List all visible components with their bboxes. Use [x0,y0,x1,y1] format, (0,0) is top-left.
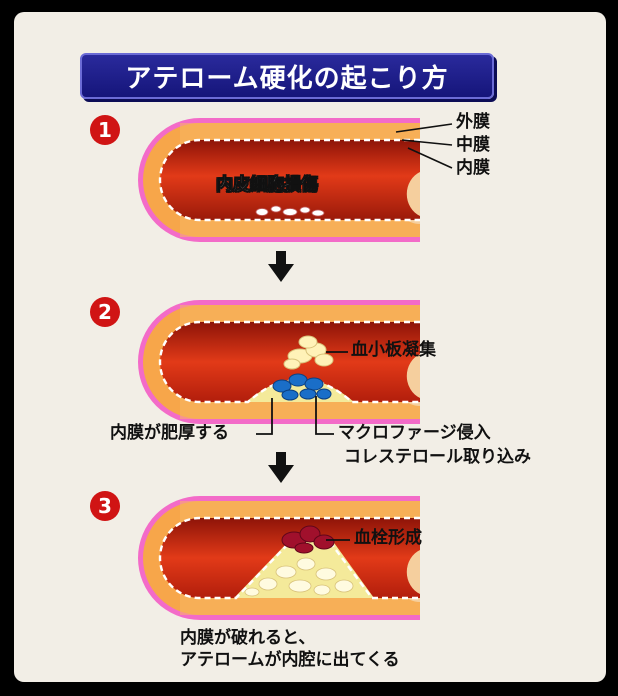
artery-step-3: 3 [90,491,420,620]
step2-leader-lines [256,351,348,435]
step-number-1: 1 [98,118,112,142]
title-banner: アテローム硬化の起こり方 [80,53,494,99]
label-outer-membrane: 外膜 [456,112,490,132]
step-badge-2: 2 [90,297,120,327]
artery-step-1: 1 [90,115,453,242]
down-arrow-icon [268,452,294,483]
label-rupture-line-1: 内膜が破れると、 [180,628,316,648]
down-arrow-icon [268,251,294,282]
inner-layer [158,320,420,404]
label-thrombus-formation: 血栓形成 [354,528,422,548]
lumen [160,518,420,598]
label-rupture-line-2: アテロームが内腔に出てくる [180,650,400,670]
inner-layer [158,138,420,222]
platelet-aggregate [283,335,334,370]
step-number-3: 3 [98,494,112,518]
label-middle-membrane: 中膜 [456,135,490,155]
label-inner-membrane: 内膜 [456,158,490,178]
thrombus [281,525,335,554]
step-badge-1: 1 [90,115,120,145]
macrophages [272,373,332,401]
step-number-2: 2 [98,300,112,324]
diagram-title: アテローム硬化の起こり方 [125,63,449,94]
inner-layer [158,516,420,600]
atheroma-cells [244,557,354,597]
endothelial-damage [255,205,325,217]
step-badge-3: 3 [90,491,120,521]
label-intimal-thickening: 内膜が肥厚する [110,423,229,443]
label-platelet-aggregation: 血小板凝集 [351,340,436,360]
label-cholesterol-uptake: コレステロール取り込み [344,447,531,467]
label-macrophage-invasion: マクロファージ侵入 [338,423,491,443]
layer-leader-lines [395,123,453,169]
artery-step-2: 2 [90,297,420,435]
label-endothelial-damage: 内皮細胞損傷 [216,175,319,195]
lumen [160,140,420,220]
